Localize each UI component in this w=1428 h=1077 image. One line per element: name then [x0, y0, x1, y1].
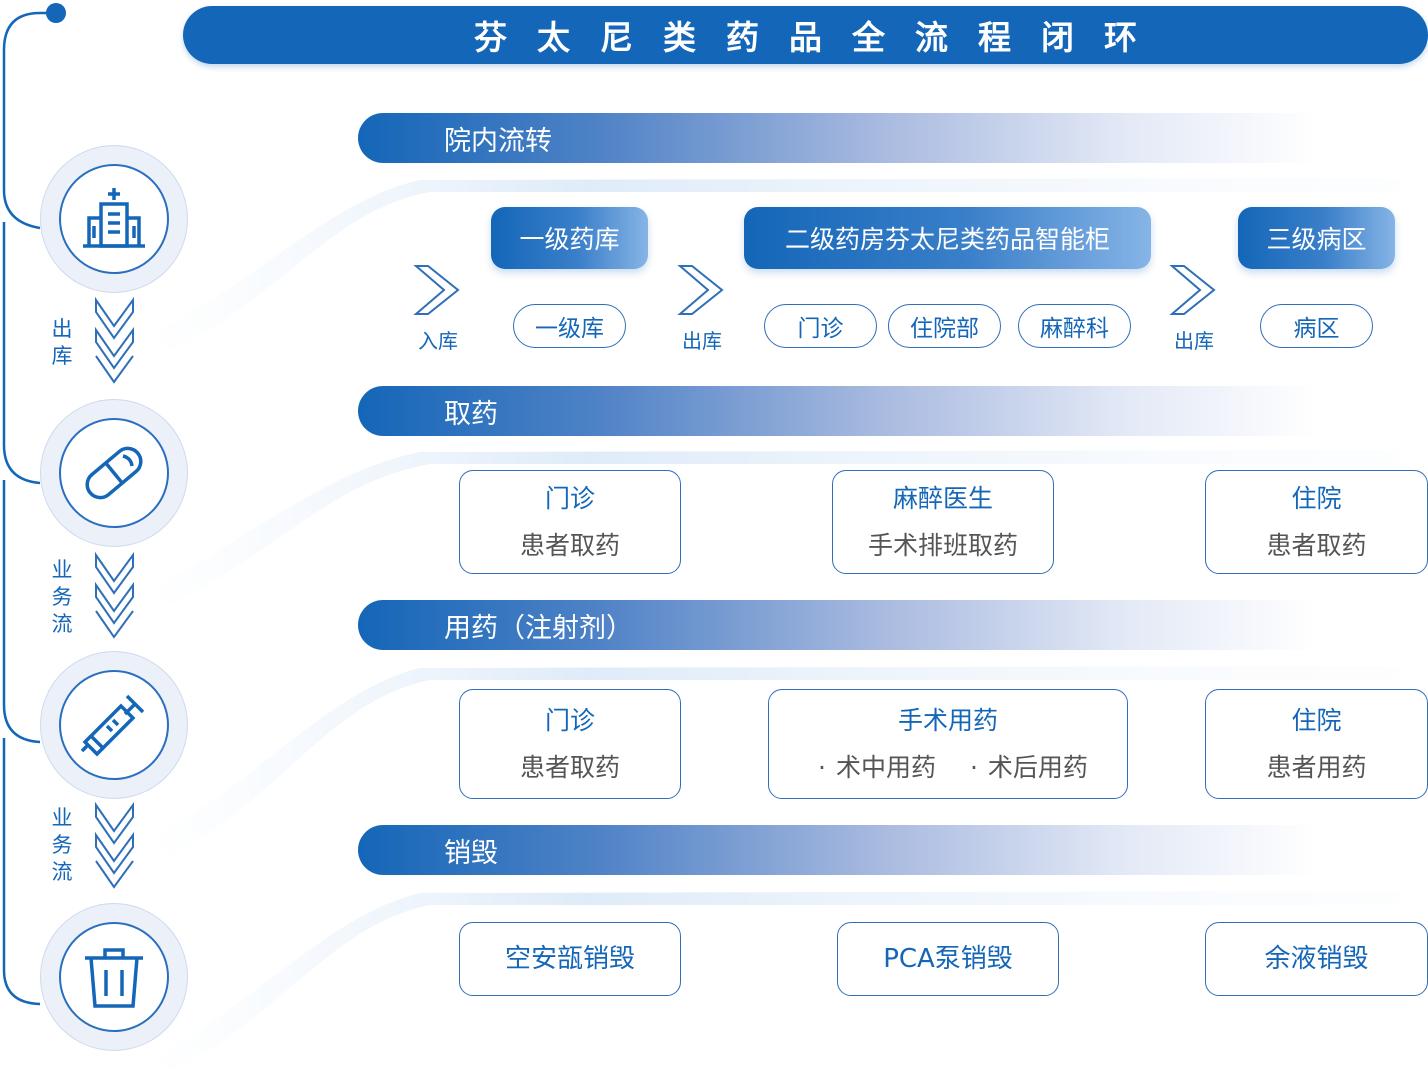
section-bar-pickup: 取药: [358, 386, 1318, 436]
connector-line: [2, 11, 56, 230]
card-title: PCA泵销毁: [883, 944, 1013, 974]
section-bar-usage: 用药（注射剂）: [358, 600, 1318, 650]
level-three-ward: 三级病区: [1238, 207, 1395, 269]
card-title: 住院: [1291, 705, 1342, 735]
card-subtitle: 患者取药: [1266, 530, 1367, 560]
side-label-business-flow: 业务流: [51, 558, 73, 636]
trash-icon-circle: [40, 903, 188, 1051]
card-subtitle: 患者取药: [519, 752, 620, 782]
card-pca-destroy: PCA泵销毁: [837, 922, 1059, 996]
page-title: 芬太尼类药品全流程闭环: [474, 18, 1167, 57]
card-bullets: · 术中用药 · 术后用药: [808, 751, 1088, 785]
chevron-right-icon: [413, 265, 460, 315]
section-bar-transfer: 院内流转: [358, 113, 1318, 163]
chevron-right-icon: [1169, 265, 1216, 315]
bullet-dot: ·: [818, 752, 826, 782]
card-anesthesia-pickup: 麻醉医生 手术排班取药: [832, 470, 1054, 574]
card-inpatient-usage: 住院 患者用药: [1205, 689, 1428, 799]
card-title: 住院: [1291, 483, 1342, 513]
chevron-right-icon: [677, 265, 724, 315]
chevron-down-icon: [95, 296, 134, 384]
chevron-down-icon: [95, 551, 134, 639]
section-label: 取药: [444, 398, 498, 430]
hospital-icon: [83, 188, 145, 248]
card-inpatient-pickup: 住院 患者取药: [1205, 470, 1428, 574]
card-title: 空安瓿销毁: [504, 944, 635, 974]
card-ampoule-destroy: 空安瓿销毁: [459, 922, 681, 996]
pill-level-one: 一级库: [513, 304, 626, 348]
level-one-warehouse: 一级药库: [491, 207, 648, 269]
card-subtitle: 患者取药: [519, 530, 620, 560]
chevron-down-icon: [95, 801, 134, 889]
card-subtitle: 手术排班取药: [867, 530, 1018, 560]
trash-icon: [85, 948, 143, 1008]
capsule-icon: [85, 446, 143, 500]
bullet-item: 术后用药: [987, 752, 1088, 782]
section-label: 销毁: [444, 837, 498, 869]
bullet-dot: ·: [969, 752, 978, 782]
card-subtitle: 患者用药: [1266, 752, 1367, 782]
side-label-outbound: 出库: [51, 317, 73, 368]
card-title: 门诊: [544, 483, 595, 513]
bullet-item: 术中用药: [836, 752, 937, 782]
card-title: 余液销毁: [1264, 944, 1369, 974]
hospital-icon-circle: [40, 145, 188, 293]
pill-inpatient: 住院部: [888, 304, 1001, 348]
pill-outpatient: 门诊: [764, 304, 877, 348]
arrow-label-outbound: 出库: [682, 329, 722, 353]
card-title: 手术用药: [897, 705, 998, 735]
card-title: 麻醉医生: [892, 483, 993, 513]
card-outpatient-usage: 门诊 患者取药: [459, 689, 681, 799]
section-label: 院内流转: [444, 125, 552, 157]
level-two-pharmacy-cabinet: 二级药房芬太尼类药品智能柜: [744, 207, 1151, 269]
syringe-icon: [80, 694, 145, 757]
section-bar-destroy: 销毁: [358, 825, 1318, 875]
pill-ward: 病区: [1260, 304, 1373, 348]
arrow-label-inbound: 入库: [418, 329, 458, 353]
pill-anesthesia: 麻醉科: [1018, 304, 1131, 348]
capsule-icon-circle: [40, 399, 188, 547]
title-bar: 芬太尼类药品全流程闭环: [183, 6, 1428, 64]
side-label-business-flow: 业务流: [51, 806, 73, 884]
card-surgery-usage: 手术用药 · 术中用药 · 术后用药: [768, 689, 1128, 799]
syringe-icon-circle: [40, 651, 188, 799]
card-title: 门诊: [544, 705, 595, 735]
card-residual-destroy: 余液销毁: [1205, 922, 1428, 996]
card-outpatient-pickup: 门诊 患者取药: [459, 470, 681, 574]
arrow-label-outbound: 出库: [1174, 329, 1214, 353]
section-label: 用药（注射剂）: [444, 612, 633, 644]
